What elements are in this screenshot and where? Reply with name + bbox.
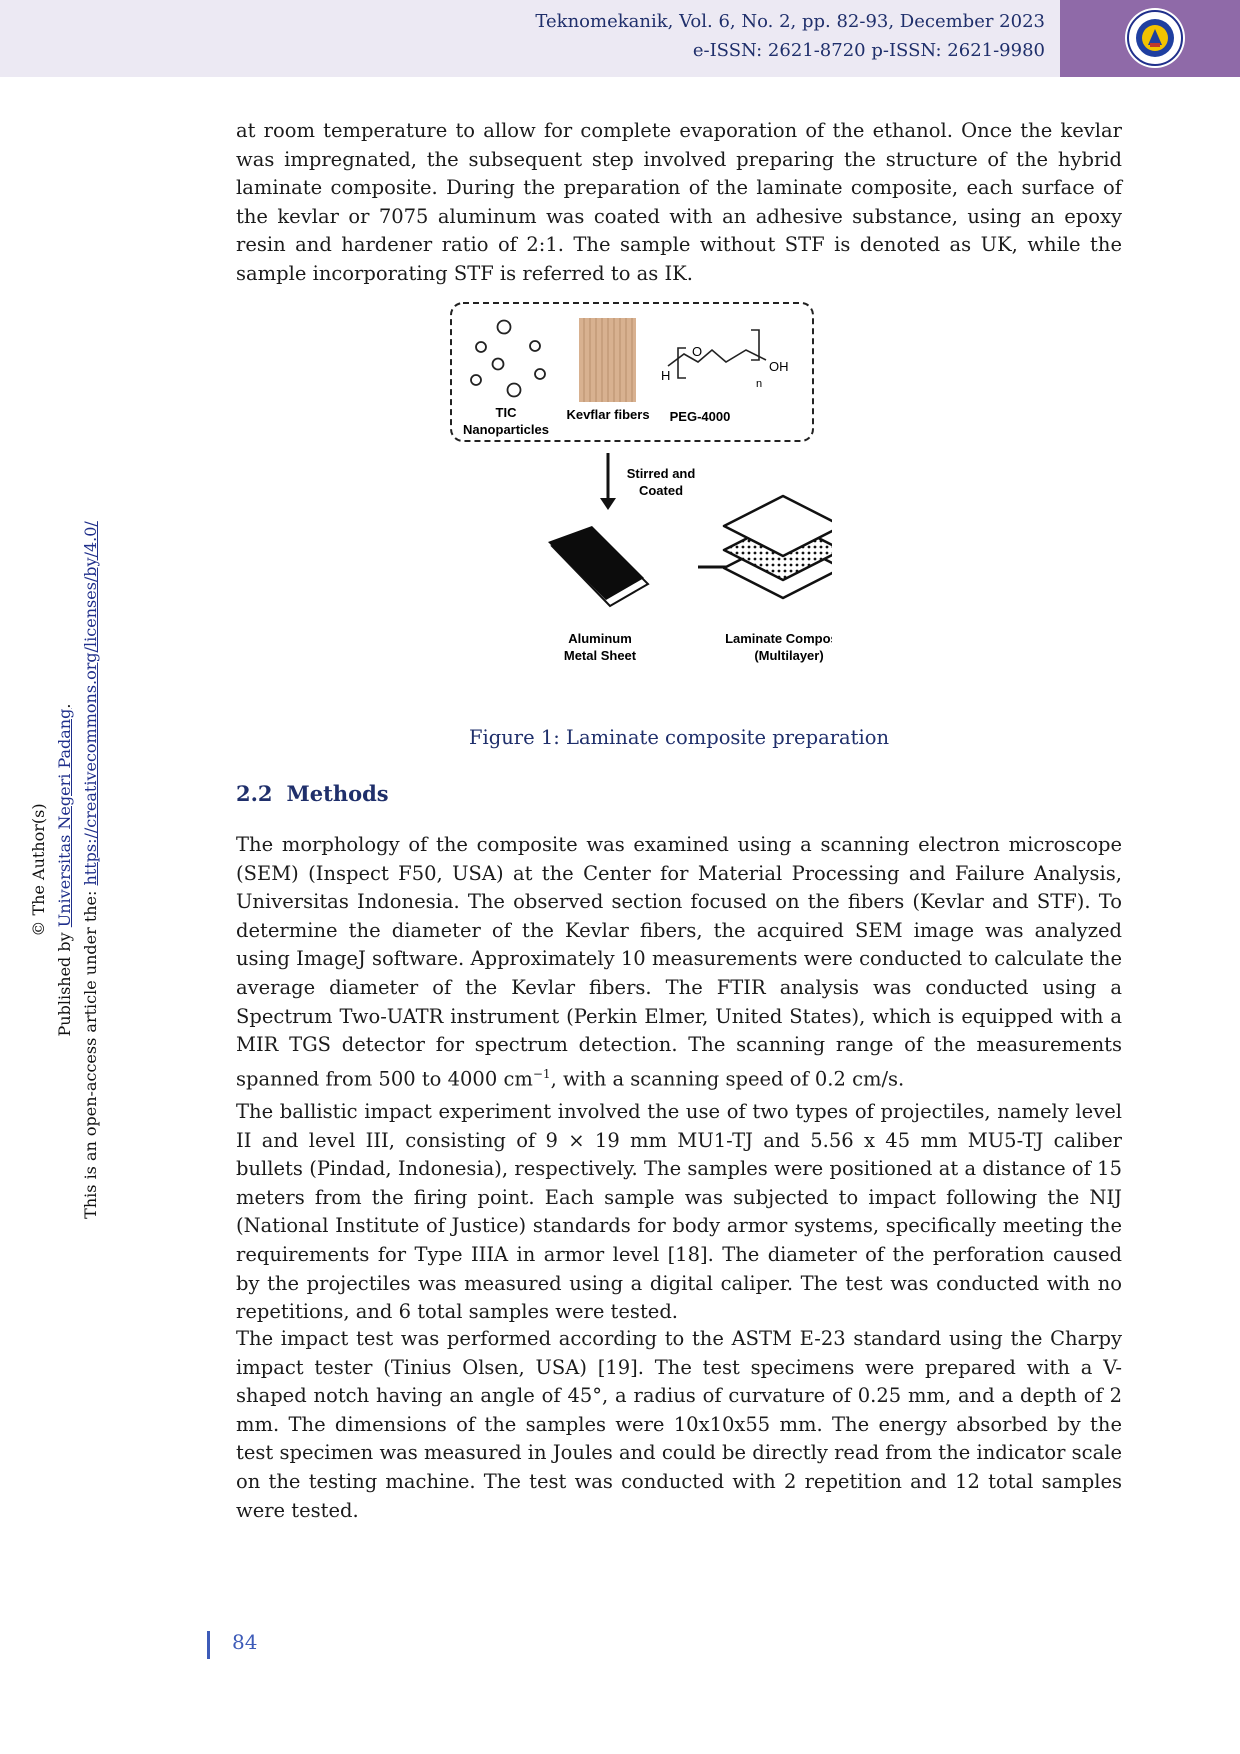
aluminum-sheet-icon bbox=[548, 526, 650, 608]
laminate-label: Laminate Composite bbox=[725, 631, 832, 646]
kevlar-label: Kevflar fibers bbox=[566, 407, 649, 422]
paragraph-intro: at room temperature to allow for complet… bbox=[236, 119, 1122, 285]
peg-oh-label: OH bbox=[769, 359, 789, 374]
issn-line: e-ISSN: 2621-8720 p-ISSN: 2621-9980 bbox=[692, 40, 1045, 61]
license-line: This is an open-access article under the… bbox=[81, 521, 100, 1219]
figure-laminate-preparation: TIC Nanoparticles Kevflar fibers H O OH … bbox=[450, 302, 832, 663]
header-band bbox=[0, 0, 1240, 77]
publisher-line: Published by Universitas Negeri Padang. bbox=[55, 703, 74, 1037]
peg-structure-icon bbox=[667, 329, 767, 379]
paragraph-charpy: The impact test was performed according … bbox=[236, 1327, 1122, 1522]
tic-nanoparticles-icon bbox=[470, 319, 546, 398]
multilayer-label: (Multilayer) bbox=[754, 648, 823, 663]
figure-caption: Figure 1: Laminate composite preparation bbox=[468, 726, 890, 749]
tic-label: TIC bbox=[496, 405, 518, 420]
unit-superscript: −1 bbox=[532, 1066, 551, 1081]
coated-label: Coated bbox=[639, 483, 683, 498]
section-heading: 2.2 Methods bbox=[236, 781, 389, 806]
peg-n-label: n bbox=[756, 378, 762, 390]
nanoparticles-label: Nanoparticles bbox=[463, 422, 549, 437]
peg-label: PEG-4000 bbox=[670, 409, 731, 424]
stirred-label: Stirred and bbox=[627, 466, 696, 481]
publisher-link[interactable]: Universitas Negeri Padang bbox=[55, 708, 74, 928]
aluminum-label: Aluminum bbox=[568, 631, 632, 646]
journal-citation: Teknomekanik, Vol. 6, No. 2, pp. 82-93, … bbox=[535, 11, 1045, 32]
copyright-line: © The Author(s) bbox=[29, 803, 48, 937]
down-arrow-icon bbox=[600, 453, 616, 510]
paragraph-ballistic: The ballistic impact experiment involved… bbox=[236, 1100, 1122, 1324]
page-number-bar bbox=[207, 1631, 210, 1659]
peg-h-label: H bbox=[661, 368, 670, 383]
license-link[interactable]: https://creativecommons.org/licenses/by/… bbox=[81, 521, 100, 886]
section-title: Methods bbox=[286, 781, 389, 806]
page-number: 84 bbox=[232, 1630, 258, 1654]
ingredients-box bbox=[450, 302, 814, 442]
kevlar-fibers-icon bbox=[579, 318, 636, 402]
laminate-layers-icon bbox=[722, 494, 832, 600]
peg-o-label: O bbox=[692, 344, 702, 359]
university-seal-icon bbox=[1125, 8, 1185, 68]
section-number: 2.2 bbox=[236, 781, 273, 806]
license-side-note: © The Author(s) Published by Universitas… bbox=[20, 520, 110, 1220]
paragraph-morphology: The morphology of the composite was exam… bbox=[236, 833, 1122, 1091]
metal-sheet-label: Metal Sheet bbox=[564, 648, 637, 663]
